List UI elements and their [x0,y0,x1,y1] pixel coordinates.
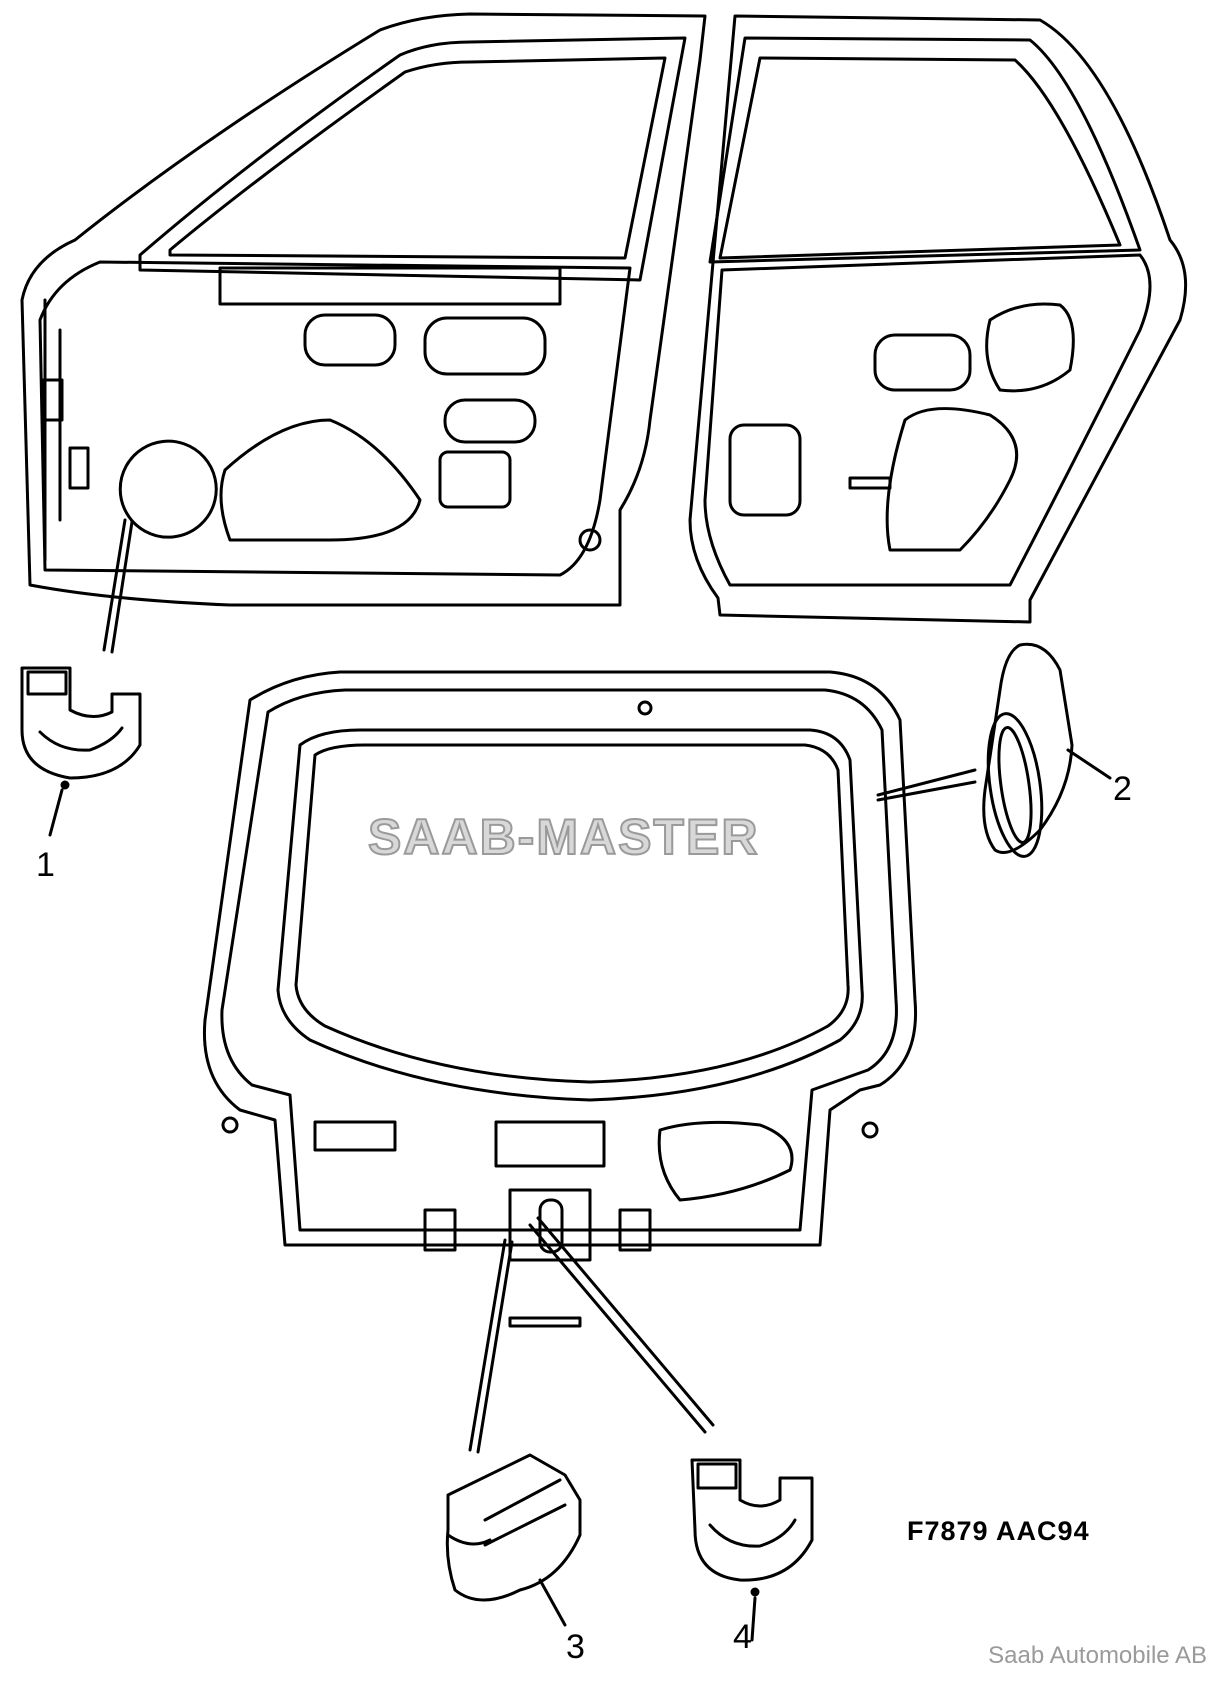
leader-line-1-up [102,518,127,652]
front-door [20,12,707,607]
front-door-window-rail [218,266,562,306]
callout-label-2: 2 [1113,770,1132,808]
rear-door-window-frame [708,36,1142,264]
figure-reference-code: F7879 AAC94 [907,1516,1090,1546]
rear-door-access-hole-large [885,407,1019,552]
copyright-notice: Saab Automobile AB [988,1642,1207,1669]
tailgate-lock-housing [508,1188,592,1262]
tailgate-glass [276,728,864,1102]
leader-line-4-a [528,1223,707,1434]
leader-line-2-a [876,768,977,797]
watermark-text: SAAB-MASTER [367,808,760,866]
clip-3-body [445,1453,582,1602]
clip-part-3 [445,1453,582,1602]
leader-line-3 [538,1578,567,1627]
clip-1-body [20,666,142,780]
tailgate-access-hole-left [313,1120,397,1152]
front-door-lock-cutout [438,450,512,509]
front-door-handle-recess [443,398,537,444]
leader-line-3-b [476,1240,514,1454]
clip-1-inner [38,726,124,752]
grommet-2-body [982,642,1074,854]
tailgate-glass-inner [294,743,850,1084]
leader-line-1-up-b [110,520,134,654]
tailgate-outer-seal [220,688,898,1232]
front-door-access-hole-large [219,418,422,542]
front-door-outline [20,12,707,607]
callout-label-1: 1 [36,846,55,884]
leader-line-1 [48,788,64,837]
clip-part-1 [20,666,142,790]
grommet-2-rim [986,712,1044,858]
front-door-access-hole-right [423,316,547,376]
rear-door-access-hole-lower-left [728,423,802,517]
rear-door [688,14,1188,624]
front-door-access-hole-upper [303,313,397,367]
tailgate-side-hole-left [221,1116,239,1134]
tailgate-outline [202,670,918,1247]
callout-label-3: 3 [566,1628,585,1666]
clip-3-lip [446,1533,492,1546]
grommet-part-2 [982,642,1074,858]
front-door-hinge-edge [43,298,62,562]
tailgate-bracket-right [618,1208,652,1252]
rear-door-inner-frame [703,253,1152,587]
leader-line-2 [1066,748,1112,780]
tailgate-side-hole-right [861,1121,879,1139]
front-door-window-frame [138,36,687,282]
rear-door-outline [688,14,1188,624]
front-door-speaker-cutout [118,439,218,539]
clip-1-tab [26,670,68,696]
clip-4-tab [696,1462,738,1490]
front-door-glass [168,56,667,260]
clip-3-channel [483,1478,567,1547]
grommet-2-rim-inner [997,726,1033,844]
tailgate-license-lamp-strip [508,1316,582,1328]
leader-line-4 [750,1596,757,1642]
leader-line-2-b [876,780,977,802]
front-door-drain-hole [578,528,602,552]
callout-label-4: 4 [733,1618,752,1656]
clip-1-pin [60,780,70,790]
clip-4-inner [708,1518,797,1548]
front-door-hinge-upper [40,378,64,422]
front-door-hinge-lower [68,446,90,490]
leader-line-4-b [536,1216,715,1427]
front-door-inner-frame [38,260,632,577]
rear-door-access-hole-right [985,302,1075,393]
tailgate-top-hole [637,700,653,716]
clip-part-4 [690,1458,814,1597]
rear-door-access-hole-upper [873,333,972,392]
rear-door-handle-slot [848,476,892,490]
rear-door-glass [718,56,1122,260]
tailgate-access-hole-right [657,1120,794,1202]
clip-4-body [690,1458,814,1582]
clip-4-pin [750,1587,760,1597]
tailgate [202,670,918,1328]
tailgate-handle-recess [494,1120,606,1168]
tailgate-bracket-left [423,1208,457,1252]
leader-line-3-a [468,1238,507,1452]
